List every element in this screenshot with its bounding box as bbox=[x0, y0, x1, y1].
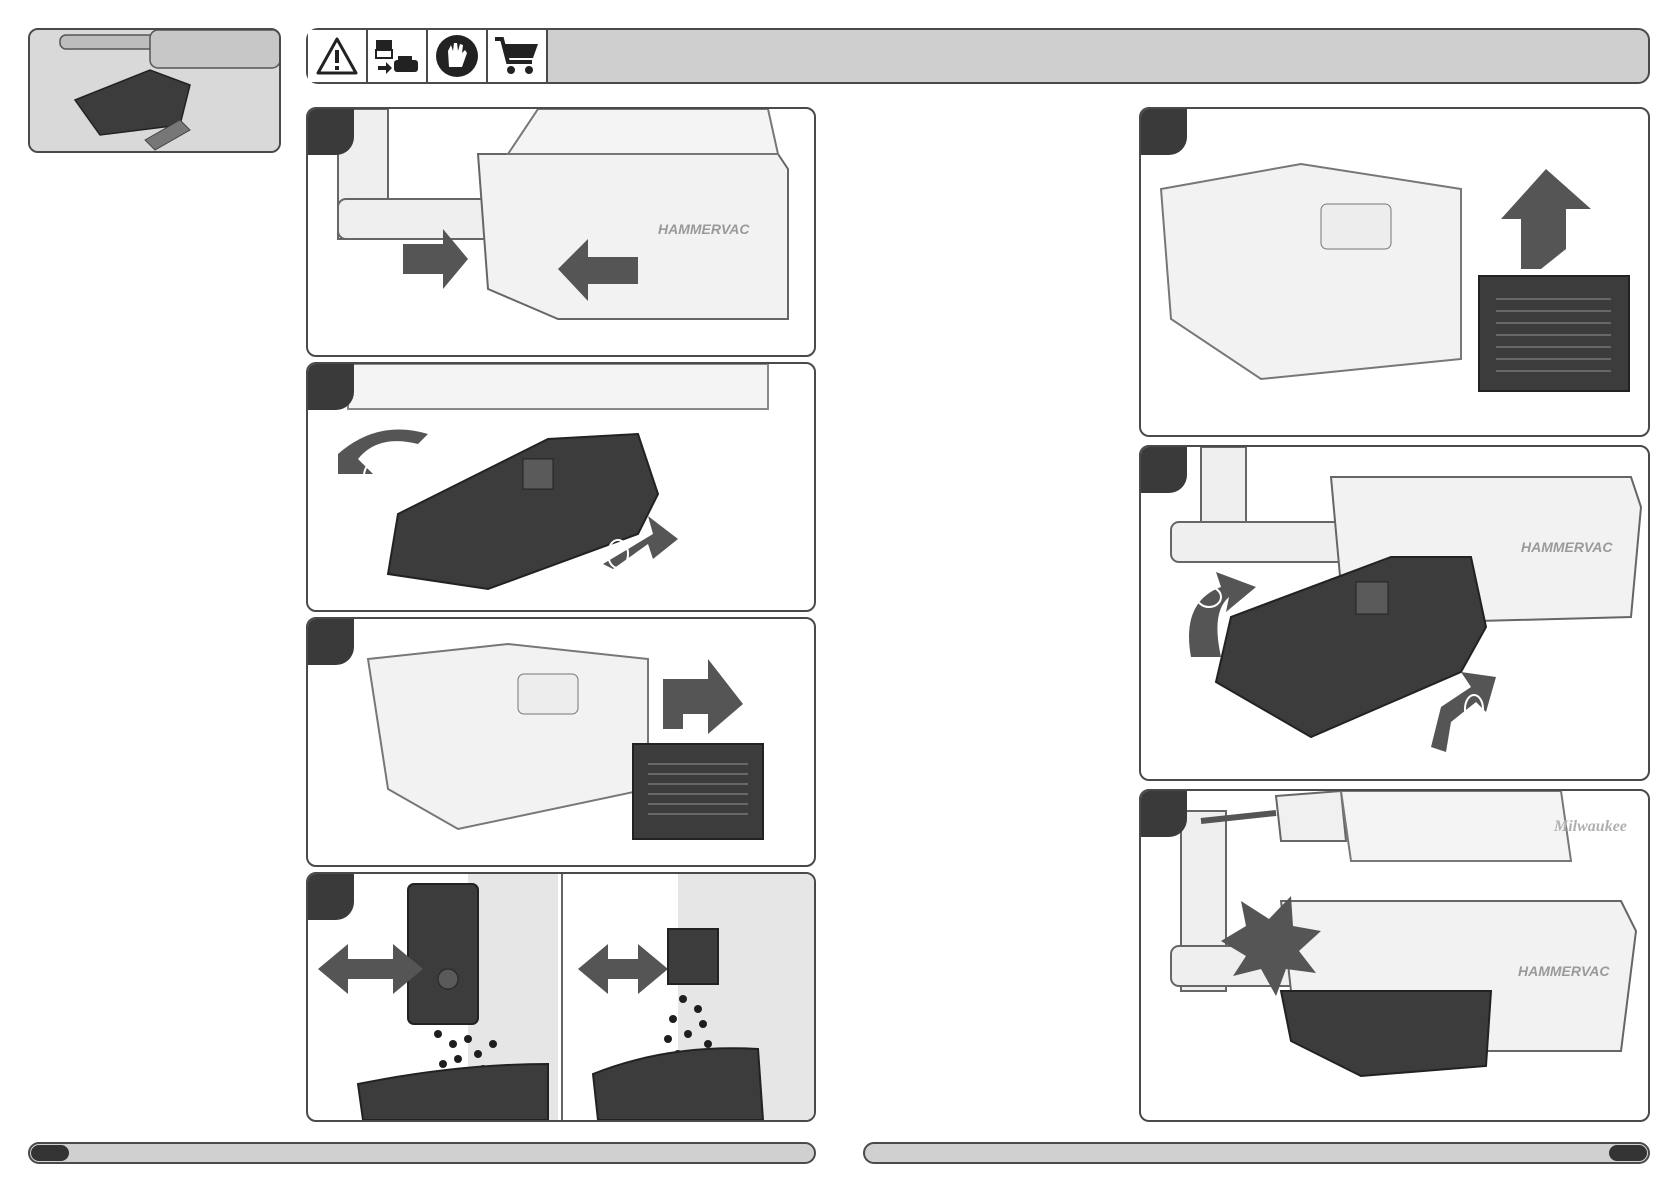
step-panel-1: HAMMERVAC bbox=[306, 107, 816, 357]
step-panel-7: Milwaukee HAMMERVAC bbox=[1139, 789, 1650, 1122]
step-badge bbox=[306, 362, 354, 410]
footer-bar-right bbox=[863, 1142, 1650, 1164]
step-badge bbox=[306, 107, 354, 155]
step-panel-6: HAMMERVAC bbox=[1139, 445, 1650, 781]
warning-triangle-icon bbox=[308, 30, 368, 82]
page-number-pill bbox=[31, 1145, 69, 1161]
step-badge bbox=[1139, 445, 1187, 493]
step-badge bbox=[306, 872, 354, 920]
overview-thumbnail bbox=[28, 28, 281, 153]
step-panel-2 bbox=[306, 362, 816, 612]
shopping-cart-icon bbox=[488, 30, 548, 82]
brand-tag: HAMMERVAC bbox=[1521, 539, 1613, 555]
step-badge bbox=[1139, 107, 1187, 155]
step-panel-3 bbox=[306, 617, 816, 867]
brand-tag: HAMMERVAC bbox=[658, 221, 750, 237]
brand-tag: HAMMERVAC bbox=[1518, 963, 1610, 979]
step-badge bbox=[306, 617, 354, 665]
step-panel-5 bbox=[1139, 107, 1650, 437]
footer-bar-left bbox=[28, 1142, 816, 1164]
step-badge bbox=[1139, 789, 1187, 837]
step-panel-4 bbox=[306, 872, 816, 1122]
page-number-pill bbox=[1609, 1145, 1647, 1161]
brand-logo: Milwaukee bbox=[1553, 818, 1627, 835]
header-icon-bar bbox=[306, 28, 1650, 84]
gloves-icon bbox=[428, 30, 488, 82]
battery-remove-icon bbox=[368, 30, 428, 82]
